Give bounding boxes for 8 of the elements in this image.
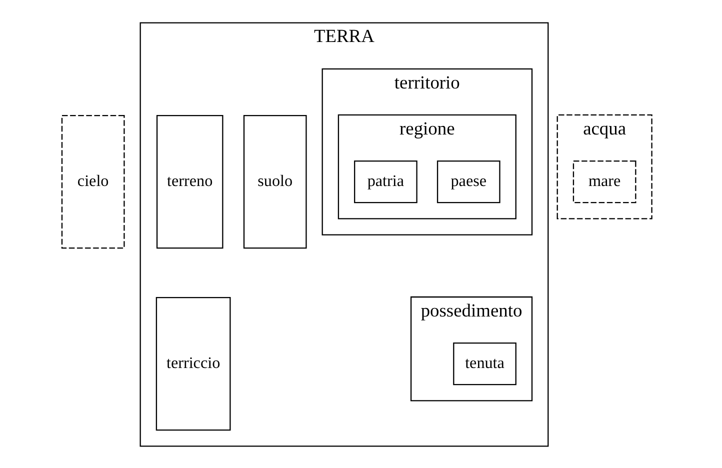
node-box: suolo [242,114,306,248]
node-box: patria [354,160,417,203]
node-box: paese [436,160,500,203]
node-box: tenuta [452,342,516,385]
node-box: terriccio [155,296,230,430]
node-box: mare [572,160,636,203]
node-box: terreno [156,114,223,248]
node-box: cielo [60,114,124,248]
